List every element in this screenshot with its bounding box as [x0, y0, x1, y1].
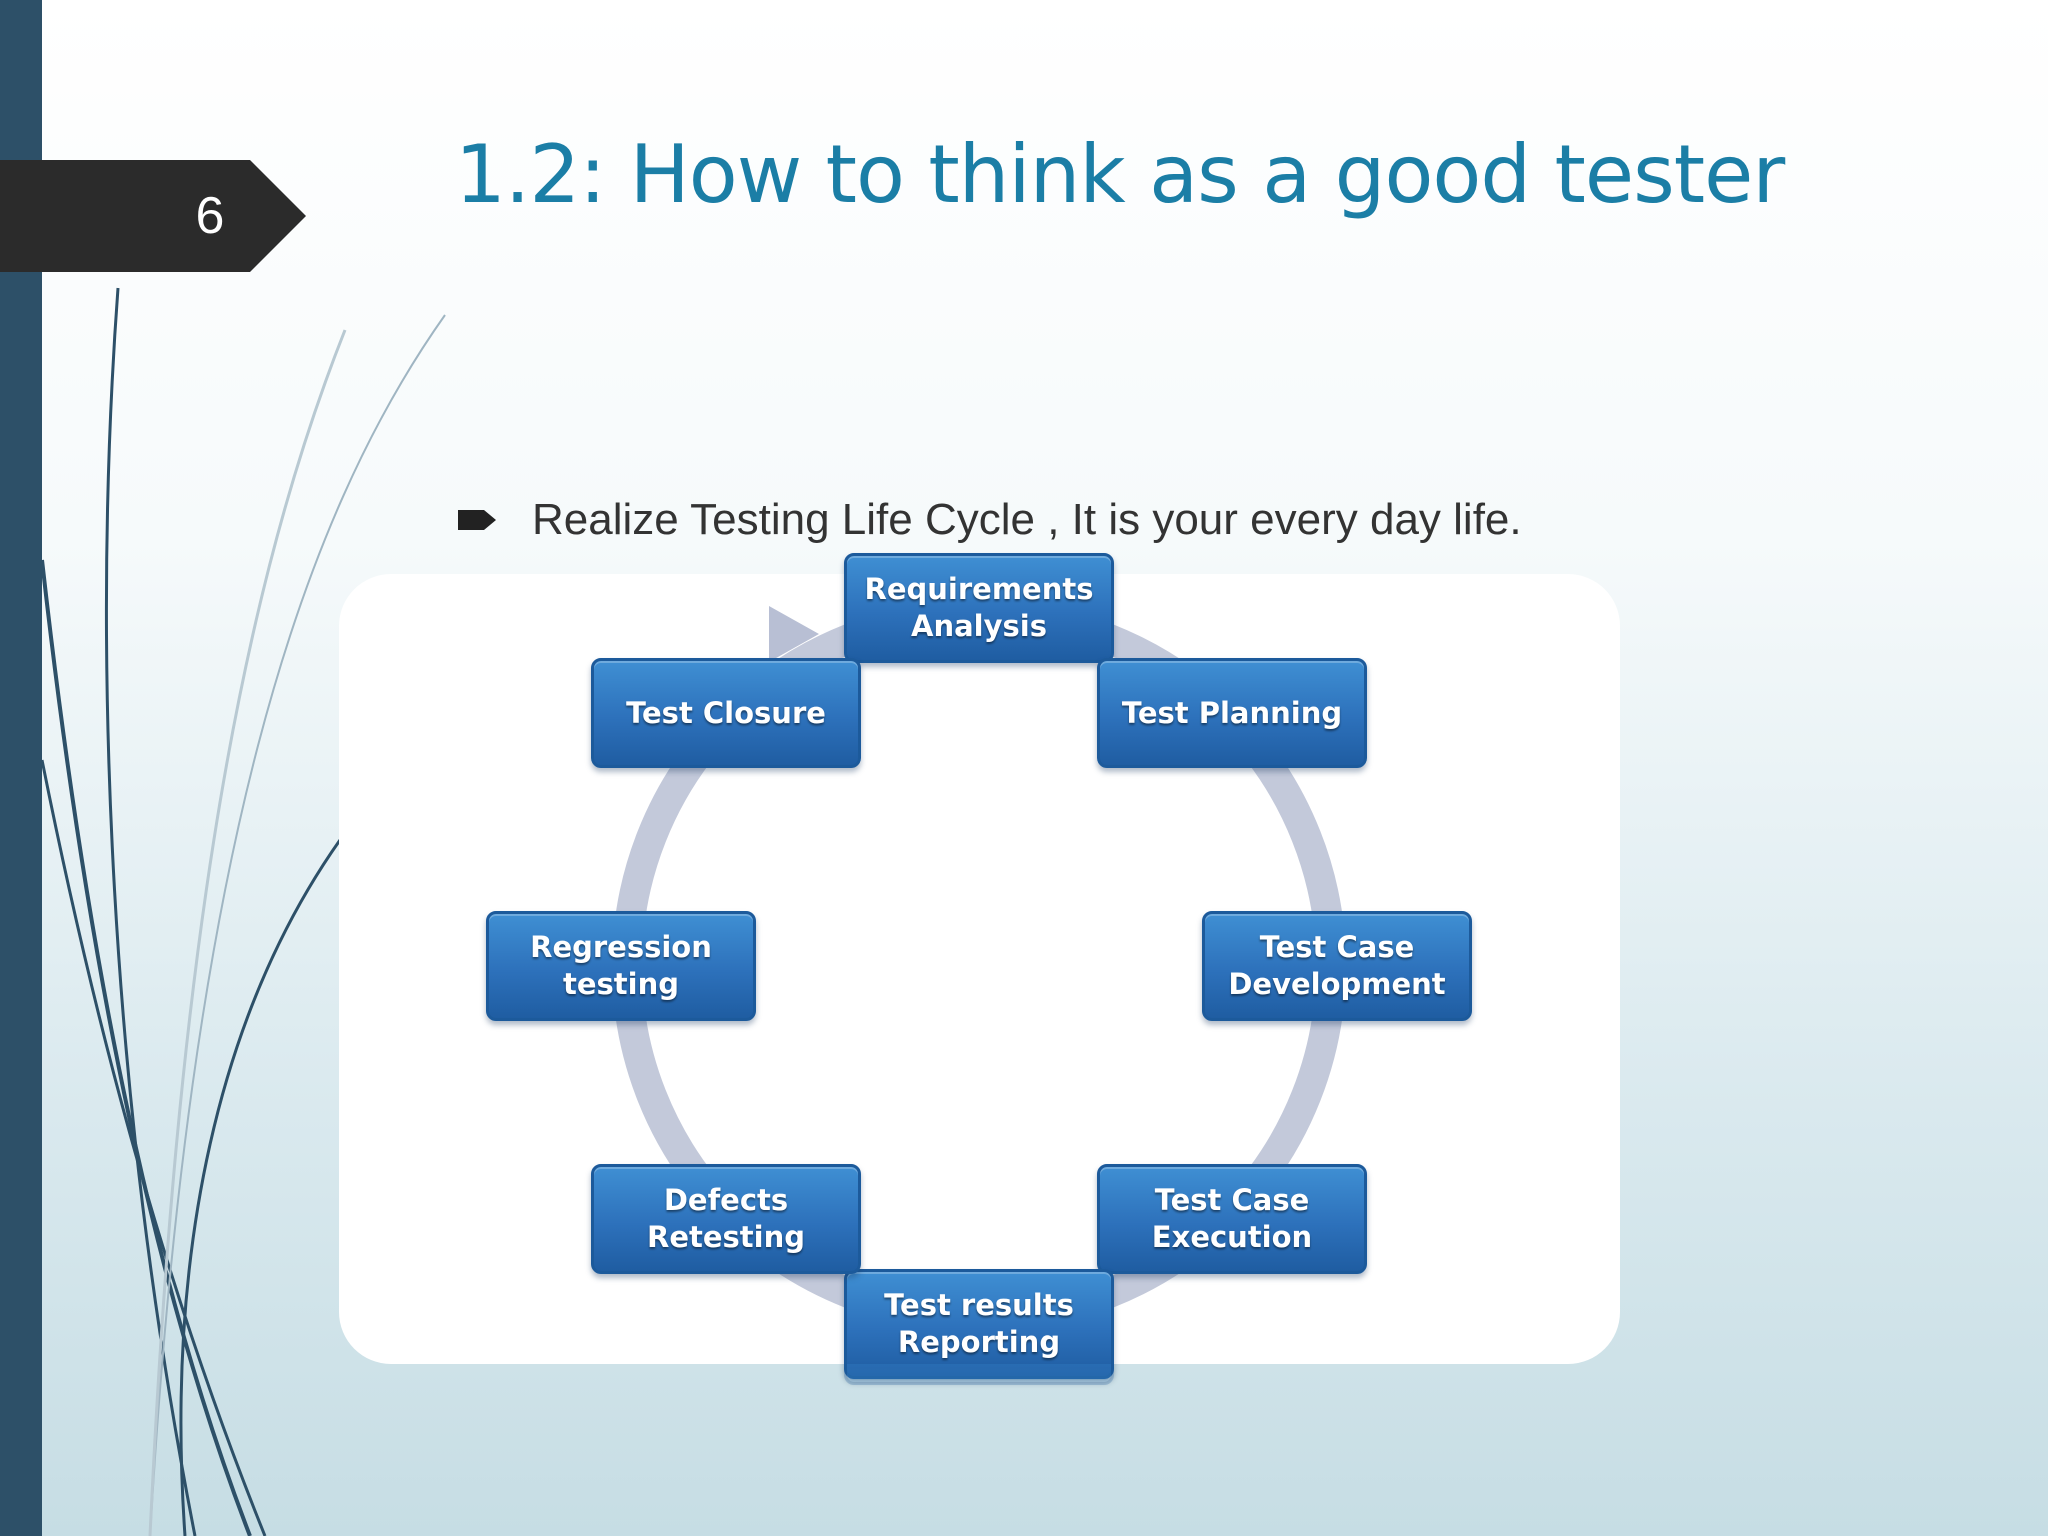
- bullet-text: Realize Testing Life Cycle , It is your …: [532, 495, 1522, 544]
- cycle-stage: Regression testing: [486, 911, 756, 1021]
- cycle-stage: Test Planning: [1097, 658, 1367, 768]
- slide-title: 1.2: How to think as a good tester: [455, 128, 1785, 221]
- cycle-stage: Test Case Execution: [1097, 1164, 1367, 1274]
- cycle-stage: Requirements Analysis: [844, 553, 1114, 663]
- bullet-item: Realize Testing Life Cycle , It is your …: [458, 490, 1522, 550]
- cycle-stage: Test results Reporting: [844, 1269, 1114, 1379]
- arrow-bullet-icon: [458, 510, 496, 530]
- slide-number: 6: [195, 187, 225, 245]
- slide-number-tab: [0, 160, 306, 272]
- cycle-stage: Test Closure: [591, 658, 861, 768]
- cycle-stage: Test Case Development: [1202, 911, 1472, 1021]
- cycle-stage: Defects Retesting: [591, 1164, 861, 1274]
